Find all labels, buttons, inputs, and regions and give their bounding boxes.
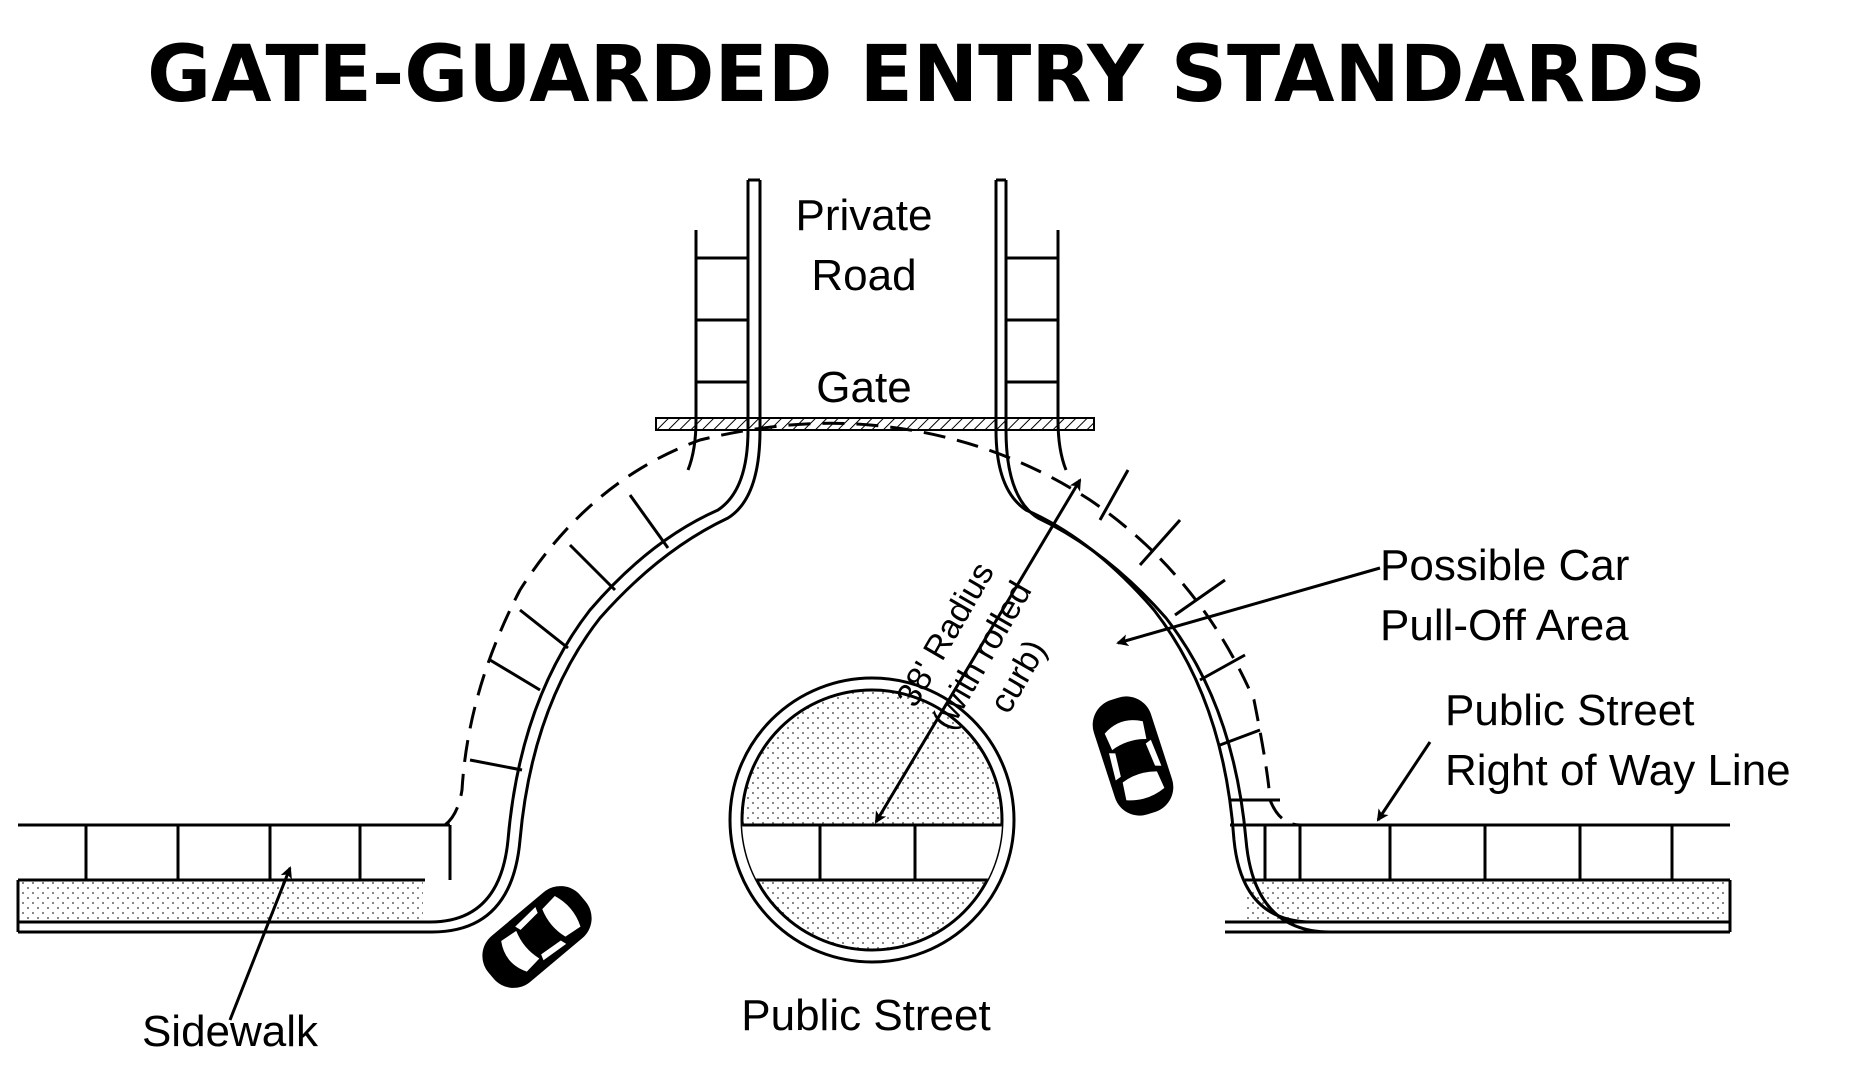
- private-road-label-line2: Road: [811, 251, 916, 300]
- sidewalk-arrow-icon: [228, 866, 292, 1021]
- pull-off-arrow-icon: [1116, 566, 1381, 647]
- sidewalk-label: Sidewalk: [142, 1007, 319, 1056]
- gate-label: Gate: [816, 363, 911, 412]
- right-of-way-dashed-line: [444, 421, 1301, 827]
- public-street-label: Public Street: [741, 991, 990, 1040]
- page-title: GATE-GUARDED ENTRY STANDARDS: [147, 30, 1706, 120]
- private-road-label-line1: Private: [796, 191, 933, 240]
- pull-off-label-line2: Pull-Off Area: [1380, 601, 1629, 650]
- row-line-arrow-icon: [1376, 741, 1432, 822]
- right-sidewalk: [1225, 823, 1732, 934]
- curb-blocks: [469, 469, 1280, 802]
- center-island: [728, 676, 1016, 964]
- car-icon: [1085, 689, 1181, 823]
- row-line-label-line2: Right of Way Line: [1445, 746, 1791, 795]
- left-sidewalk: [16, 823, 452, 934]
- pull-off-label-line1: Possible Car: [1380, 541, 1629, 590]
- row-line-label-line1: Public Street: [1445, 686, 1694, 735]
- private-road-sidewalks: [686, 230, 1068, 471]
- radius-arrow: [874, 478, 1082, 824]
